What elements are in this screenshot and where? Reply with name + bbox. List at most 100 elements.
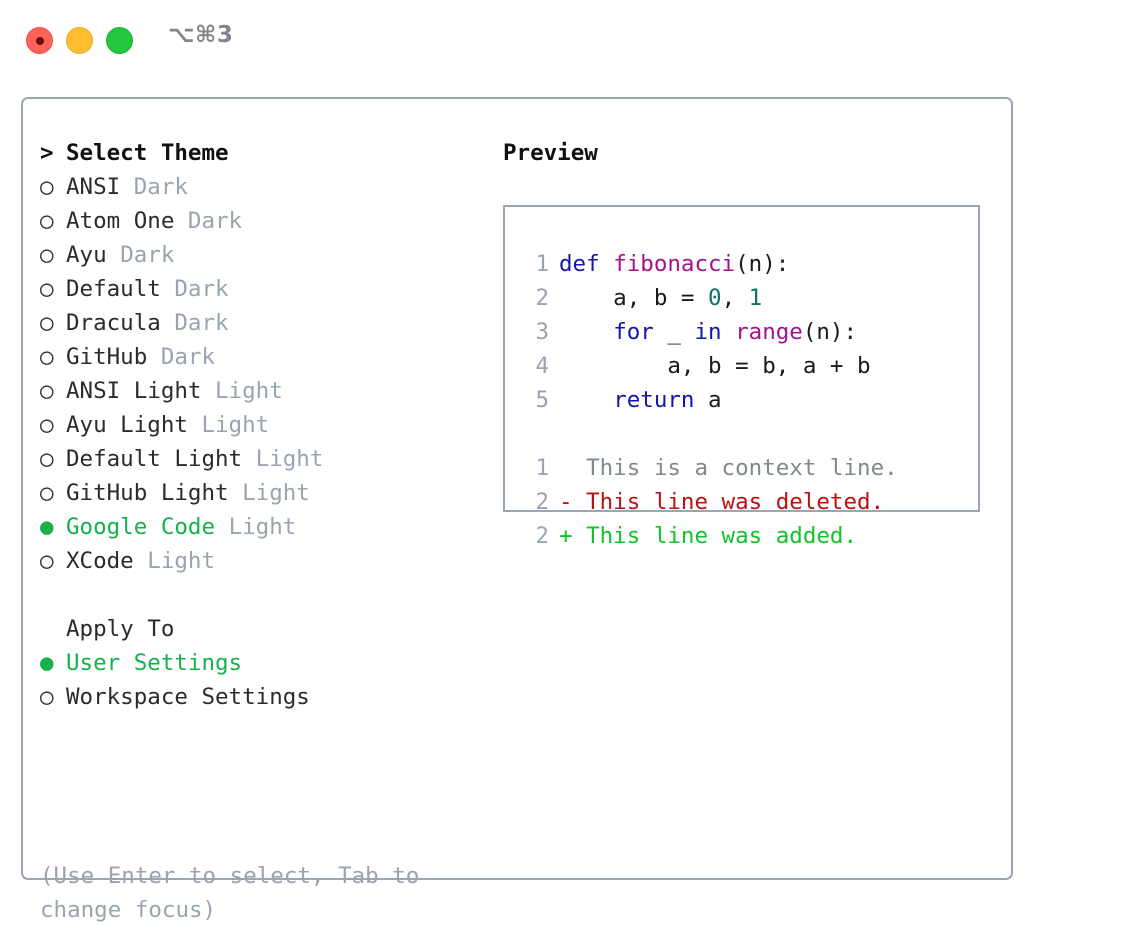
radio-unselected-icon: ○ [40,208,54,234]
theme-option-xcode[interactable]: ○XCode Light [40,544,480,578]
theme-option-category: Dark [187,208,243,234]
apply-to-options-list[interactable]: ●User Settings○Workspace Settings [40,646,480,714]
theme-option-category: Light [147,548,216,574]
diff-sign: - [559,489,573,515]
code-token-num: 0 [708,285,722,311]
theme-option-ansi[interactable]: ○ ANSI Dark [40,170,480,204]
theme-option-label: ANSI Light [66,378,202,404]
window-shortcut-label: ⌥⌘3 [168,22,234,48]
label-gap [120,174,134,200]
apply-to-header: oApply To [40,612,480,646]
line-number: 1 [535,455,549,481]
code-token-pl [600,251,614,277]
theme-list-header: > Select Theme [40,136,480,170]
label-gap [215,514,229,540]
theme-option-google-code[interactable]: ●Google Code Light [40,510,480,544]
radio-unselected-icon: ○ [40,310,54,336]
theme-option-category: Dark [174,310,229,336]
theme-option-ayu-light[interactable]: ○Ayu Light Light [40,408,480,442]
diff-sample-lines: 1 This is a context line.2- This line wa… [521,451,898,553]
close-window-icon[interactable] [26,27,53,54]
radio-unselected-icon: ○ [40,684,54,710]
code-line: 5 return a [521,383,898,417]
code-token-pl: a [694,387,722,413]
theme-option-ayu[interactable]: ○ Ayu Dark [40,238,480,272]
theme-option-category: Light [215,378,283,404]
theme-option-default[interactable]: ○Default Dark [40,272,480,306]
label-gap [161,310,175,336]
prompt-caret-icon: > [40,140,54,166]
code-token-pl [722,319,736,345]
label-gap [161,276,175,302]
label-gap [201,378,215,404]
minimize-window-icon[interactable] [66,27,93,54]
diff-gap [573,523,587,549]
diff-line-ctx: 1 This is a context line. [521,451,897,485]
maximize-window-icon[interactable] [106,27,133,54]
radio-unselected-icon: ○ [40,344,54,370]
theme-option-category: Light [255,446,324,472]
theme-options-list[interactable]: ○ANSI Dark○Atom One Dark○Ayu Dark○Defaul… [40,170,480,578]
diff-line-add: 2+ This line was added. [521,519,898,553]
theme-option-label: ANSI [66,174,121,200]
window-titlebar: ⌥⌘3 [0,0,1140,78]
apply-to-header-label: Apply To [66,616,175,642]
line-number: 1 [535,251,549,277]
diff-line-del: 2- This line was deleted. [521,485,898,519]
label-gap [107,242,121,268]
radio-unselected-icon: ○ [40,480,54,506]
code-token-kw: for [613,319,654,345]
theme-option-github[interactable]: ○ GitHub Dark [40,340,480,374]
theme-option-label: Ayu [66,242,107,268]
theme-list-column: >Select Theme ○ANSI Dark○Atom One Dark○A… [40,136,480,714]
line-number: 3 [535,319,549,345]
radio-unselected-icon: ○ [40,174,54,200]
code-token-pl: (n): [802,319,858,345]
theme-option-category: Dark [120,242,175,268]
diff-gap [573,489,587,515]
code-token-pl: (n): [735,251,790,277]
code-line: 4 a, b = b, a + b [521,349,898,383]
apply-to-option-label: User Settings [66,650,243,676]
theme-option-github-light[interactable]: ○GitHub Light Light [40,476,480,510]
radio-unselected-icon: ○ [40,242,54,268]
apply-to-marker-placeholder-icon: o [40,612,66,646]
diff-gap [573,455,587,481]
theme-option-label: Default Light [66,446,243,472]
code-token-pl: a, b = [559,285,709,311]
code-token-pl: _ [653,319,695,345]
code-token-kw: return [613,387,695,413]
label-gap [174,208,188,234]
label-gap [134,548,148,574]
code-token-num: 1 [748,285,763,311]
theme-option-category: Dark [133,174,188,200]
radio-unselected-icon: ○ [40,378,54,404]
radio-selected-icon: ● [40,514,54,540]
line-number: 5 [535,387,549,413]
theme-list-header-label: Select Theme [66,140,229,166]
label-gap [147,344,161,370]
theme-option-label: GitHub [66,344,148,370]
diff-text: This line was added. [586,523,858,549]
theme-option-dracula[interactable]: ○ Dracula Dark [40,306,480,340]
theme-option-category: Light [228,514,297,540]
line-number: 2 [535,489,549,515]
line-number: 4 [535,353,549,379]
theme-option-atom-one[interactable]: ○Atom One Dark [40,204,480,238]
radio-unselected-icon: ○ [40,276,54,302]
theme-option-label: Dracula [66,310,161,336]
apply-to-option-user-settings[interactable]: ●User Settings [40,646,480,680]
apply-to-option-workspace-settings[interactable]: ○Workspace Settings [40,680,480,714]
theme-option-ansi-light[interactable]: ○ ANSI Light Light [40,374,480,408]
label-gap [188,412,202,438]
theme-option-category: Dark [174,276,229,302]
theme-option-default-light[interactable]: ○Default Light Light [40,442,480,476]
code-line: 3 for _ in range(n): [521,315,898,349]
diff-text: This line was deleted. [586,489,885,515]
theme-option-category: Dark [160,344,216,370]
diff-sign: + [559,523,573,549]
code-token-fn: range [735,319,803,345]
code-token-kw: def [559,251,600,277]
